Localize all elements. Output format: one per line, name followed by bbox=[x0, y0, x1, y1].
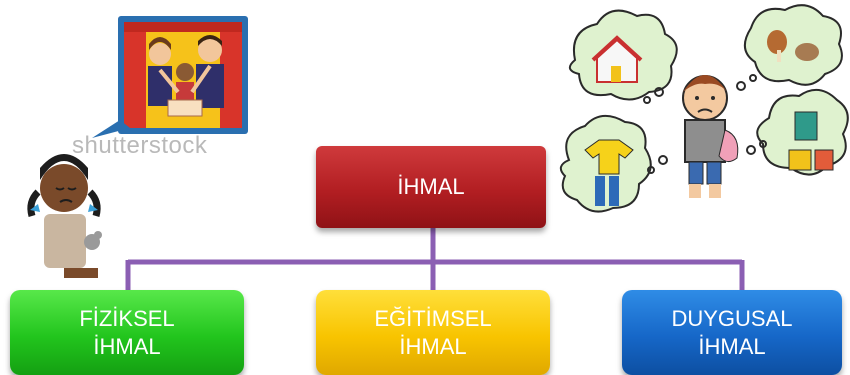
emotional-neglect-line1: DUYGUSAL bbox=[671, 305, 793, 331]
emotional-neglect-line2: İHMAL bbox=[698, 333, 766, 359]
educational-neglect-line2: İHMAL bbox=[399, 333, 467, 359]
root-node-box: İHMAL bbox=[316, 146, 546, 228]
sad-girl-dreaming-family-illustration bbox=[27, 16, 248, 278]
emotional-neglect-box: DUYGUSAL İHMAL bbox=[622, 290, 842, 375]
physical-neglect-line2: İHMAL bbox=[93, 333, 161, 359]
sad-boy-needs-illustration bbox=[559, 4, 849, 213]
physical-neglect-line1: FİZİKSEL bbox=[79, 305, 175, 331]
physical-neglect-box: FİZİKSEL İHMAL bbox=[10, 290, 244, 375]
educational-neglect-line1: EĞİTİMSEL bbox=[374, 305, 492, 331]
food-cloud bbox=[744, 4, 843, 86]
shutterstock-watermark: shutterstock bbox=[72, 132, 208, 159]
educational-neglect-box: EĞİTİMSEL İHMAL bbox=[316, 290, 550, 375]
root-node-label: İHMAL bbox=[397, 174, 465, 199]
